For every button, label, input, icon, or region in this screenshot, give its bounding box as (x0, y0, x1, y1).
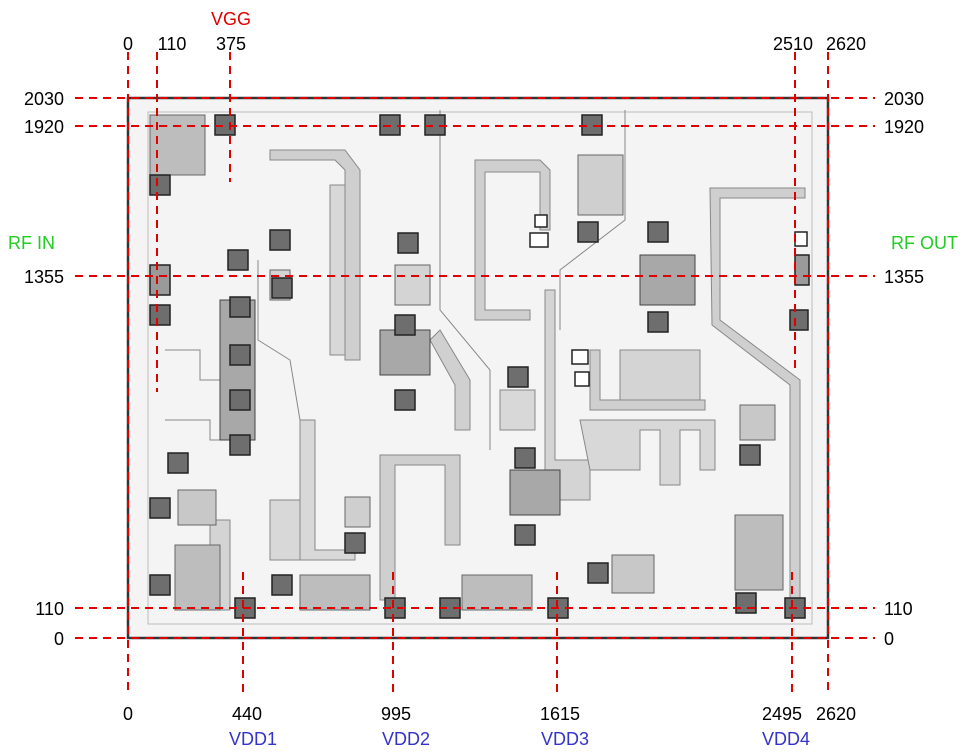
x-label-bottom-440: 440 (232, 704, 262, 724)
bond-pads (149, 114, 810, 619)
transistor-cells (219, 254, 696, 516)
dimension-lines (75, 52, 875, 695)
x-label-top-0: 0 (123, 34, 133, 54)
y-label-right-1920: 1920 (884, 117, 924, 137)
chip-traces (165, 110, 806, 616)
y-label-left-2030: 2030 (24, 89, 64, 109)
y-label-left-1920: 1920 (24, 117, 64, 137)
x-label-top-375: 375 (216, 34, 246, 54)
x-label-bottom-2620: 2620 (816, 704, 856, 724)
chip-die (126, 96, 830, 640)
chip-blocks (149, 114, 784, 611)
x-label-bottom-2495: 2495 (762, 704, 802, 724)
bottom-x-labels: 0 440 995 1615 2495 2620 (123, 704, 856, 724)
right-y-labels: 2030 1920 1355 110 0 (884, 89, 924, 649)
y-label-left-0: 0 (54, 629, 64, 649)
x-label-bottom-0: 0 (123, 704, 133, 724)
x-label-top-2620: 2620 (826, 34, 866, 54)
x-label-bottom-1615: 1615 (540, 704, 580, 724)
left-y-labels: 2030 1920 1355 110 0 (24, 89, 64, 649)
rf-out-label: RF OUT (891, 233, 958, 253)
y-label-right-110: 110 (884, 599, 913, 619)
rf-in-label: RF IN (8, 233, 55, 253)
y-label-left-110: 110 (35, 599, 64, 619)
vdd2-label: VDD2 (382, 729, 430, 749)
vdd4-label: VDD4 (762, 729, 810, 749)
y-label-right-0: 0 (884, 629, 894, 649)
top-x-labels: 0 110 375 2510 2620 (123, 34, 866, 54)
x-label-top-2510: 2510 (773, 34, 813, 54)
signal-labels: VGG RF IN RF OUT VDD1 VDD2 VDD3 VDD4 (8, 9, 958, 749)
y-label-left-1355: 1355 (24, 267, 64, 287)
vgg-label: VGG (211, 9, 251, 29)
y-label-right-1355: 1355 (884, 267, 924, 287)
y-label-right-2030: 2030 (884, 89, 924, 109)
chip-inner-outline (147, 111, 813, 625)
x-label-bottom-995: 995 (381, 704, 411, 724)
vdd1-label: VDD1 (229, 729, 277, 749)
vdd3-label: VDD3 (541, 729, 589, 749)
x-label-top-110: 110 (158, 34, 187, 54)
